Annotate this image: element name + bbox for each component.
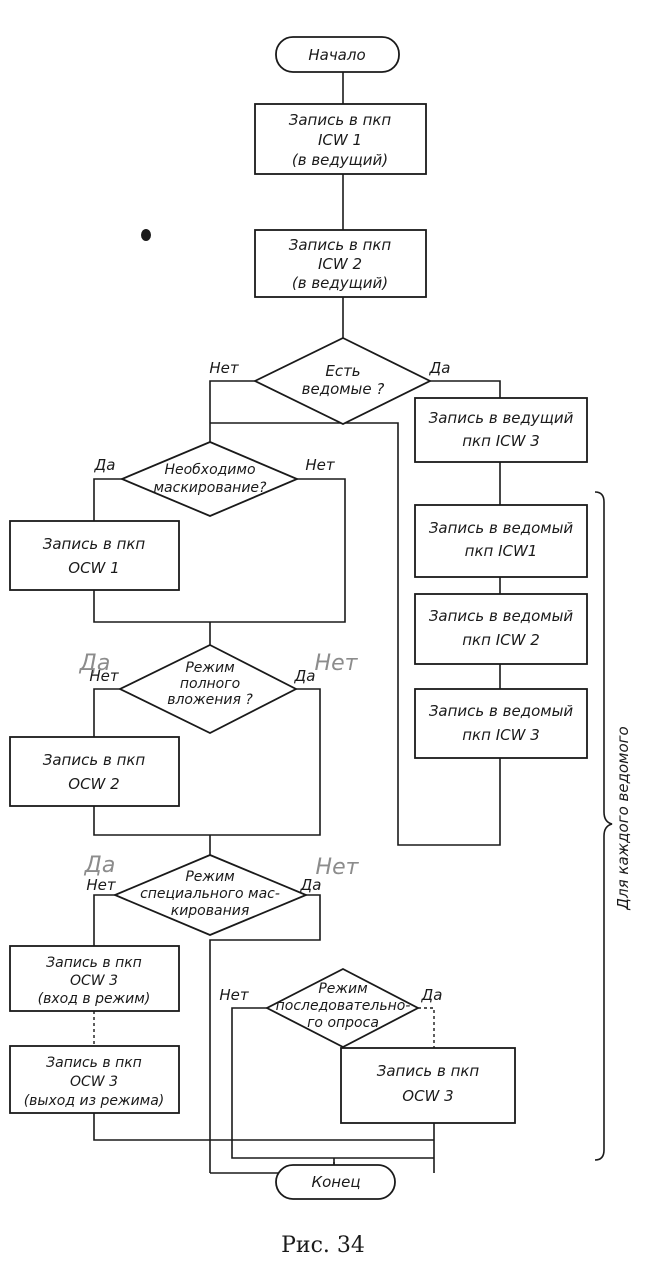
slave-icw3-process: Запись в ведомый пкп ICW 3 xyxy=(414,688,588,759)
ocw1-line-2: OCW 1 xyxy=(68,559,119,577)
slave-icw1-process: Запись в ведомый пкп ICW1 xyxy=(414,504,588,578)
poll-decision-line-2: последовательно- xyxy=(276,998,411,1014)
ocw3-enter-line-2: OCW 3 xyxy=(70,973,118,989)
icw3-master-line-1: Запись в ведущий xyxy=(429,409,574,427)
ocw3-poll-process: Запись в пкп OCW 3 xyxy=(340,1047,516,1124)
special-decision-line-3: кирования xyxy=(171,903,250,919)
ocw2-line-1: Запись в пкп xyxy=(43,751,146,769)
start-label: Начало xyxy=(308,46,365,64)
ocw2-line-2: OCW 2 xyxy=(68,775,119,793)
poll-decision: Режим последовательно- го опроса Нет Да xyxy=(219,967,443,1049)
poll-decision-yes-label: Да xyxy=(421,986,443,1004)
ocw3-enter-process: Запись в пкп OCW 3 (вход в режим) xyxy=(9,945,180,1012)
pencil-note-nested-left: Да xyxy=(79,651,111,676)
ocw3-exit-line-1: Запись в пкп xyxy=(46,1055,142,1071)
special-decision-yes-label: Да xyxy=(300,876,322,894)
slave-icw2-line-2: пкп ICW 2 xyxy=(462,631,539,649)
nested-decision-yes-label: Да xyxy=(294,667,316,685)
ocw3-exit-line-3: (выход из режима) xyxy=(24,1093,165,1109)
icw2-line-2: ICW 2 xyxy=(318,255,362,273)
slaves-decision: Есть ведомые ? Нет Да xyxy=(209,336,451,426)
special-decision-line-2: специального мас- xyxy=(140,886,280,902)
figure-caption: Рис. 34 xyxy=(281,1233,365,1258)
ocw2-process: Запись в пкп OCW 2 xyxy=(9,736,180,807)
ocw3-exit-process: Запись в пкп OCW 3 (выход из режима) xyxy=(9,1045,180,1114)
mask-decision-line-1: Необходимо xyxy=(164,462,255,478)
connector-lines xyxy=(93,72,613,1174)
pencil-note-special-left: Да xyxy=(84,853,116,878)
end-terminal: Конец xyxy=(275,1164,396,1200)
ocw3-poll-line-2: OCW 3 xyxy=(402,1087,453,1105)
slave-icw1-line-2: пкп ICW1 xyxy=(465,542,538,560)
nested-decision-line-2: полного xyxy=(180,676,240,692)
slave-icw2-line-1: Запись в ведомый xyxy=(429,607,574,625)
icw3-master-process: Запись в ведущий пкп ICW 3 xyxy=(414,397,588,463)
pencil-annotations: Да Нет Да Нет xyxy=(79,229,360,880)
ink-blot xyxy=(141,229,151,241)
icw2-line-3: (в ведущий) xyxy=(292,274,388,292)
icw1-line-3: (в ведущий) xyxy=(292,151,388,169)
icw2-process: Запись в пкп ICW 2 (в ведущий) xyxy=(254,229,427,298)
pencil-note-nested-right: Нет xyxy=(315,651,359,676)
ocw3-poll-line-1: Запись в пкп xyxy=(377,1062,480,1080)
ocw1-line-1: Запись в пкп xyxy=(43,535,146,553)
icw1-process: Запись в пкп ICW 1 (в ведущий) xyxy=(254,103,427,175)
nested-decision-line-1: Режим xyxy=(185,660,235,676)
icw2-line-1: Запись в пкп xyxy=(289,236,392,254)
start-terminal: Начало xyxy=(275,36,400,73)
slaves-decision-no-label: Нет xyxy=(209,359,240,377)
slave-icw3-line-1: Запись в ведомый xyxy=(429,702,574,720)
ocw3-enter-line-1: Запись в пкп xyxy=(46,955,142,971)
icw3-master-line-2: пкп ICW 3 xyxy=(462,432,539,450)
mask-decision-line-2: маскирование? xyxy=(154,480,268,496)
slaves-decision-line-1: Есть xyxy=(325,362,360,380)
nested-decision-no-label: Нет xyxy=(89,667,120,685)
brace-label: Для каждого ведомого xyxy=(614,726,632,910)
icw1-line-2: ICW 1 xyxy=(318,131,362,149)
ocw1-process: Запись в пкп OCW 1 xyxy=(9,520,180,591)
mask-decision-yes-label: Да xyxy=(94,456,116,474)
poll-decision-line-3: го опроса xyxy=(307,1015,379,1031)
end-label: Конец xyxy=(311,1173,360,1191)
pencil-note-special-right: Нет xyxy=(316,855,360,880)
special-decision-line-1: Режим xyxy=(185,869,235,885)
ocw3-enter-line-3: (вход в режим) xyxy=(38,991,151,1007)
slaves-decision-line-2: ведомые ? xyxy=(302,380,385,398)
special-mask-decision: Режим специального мас- кирования Нет Да xyxy=(86,854,322,936)
nested-decision-line-3: вложения ? xyxy=(167,692,253,708)
slave-icw3-line-2: пкп ICW 3 xyxy=(462,726,539,744)
poll-decision-no-label: Нет xyxy=(219,986,250,1004)
ocw3-exit-line-2: OCW 3 xyxy=(70,1074,118,1090)
nested-decision: Режим полного вложения ? Нет Да xyxy=(89,643,316,735)
poll-decision-line-1: Режим xyxy=(318,981,368,997)
special-decision-no-label: Нет xyxy=(86,876,117,894)
mask-decision: Необходимо маскирование? Да Нет xyxy=(94,441,336,517)
slave-icw1-line-1: Запись в ведомый xyxy=(429,519,574,537)
slaves-decision-yes-label: Да xyxy=(429,359,451,377)
slave-icw2-process: Запись в ведомый пкп ICW 2 xyxy=(414,593,588,665)
mask-decision-no-label: Нет xyxy=(305,456,336,474)
icw1-line-1: Запись в пкп xyxy=(289,111,392,129)
